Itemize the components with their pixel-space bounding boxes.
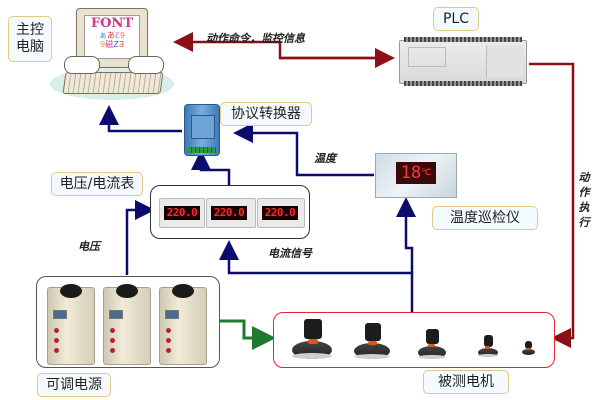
plc-top-terminals bbox=[404, 37, 522, 42]
motor-icon[interactable] bbox=[522, 341, 535, 355]
regulator-terminal bbox=[54, 328, 59, 333]
voltage-regulator-icon[interactable] bbox=[103, 284, 151, 365]
plc-device-icon[interactable] bbox=[399, 37, 527, 86]
wire-motors-temp bbox=[396, 197, 416, 273]
regulator-window bbox=[53, 310, 67, 319]
temperature-inspector-label: 温度巡检仪 bbox=[432, 206, 538, 230]
left-hand bbox=[64, 56, 100, 74]
motor-housing bbox=[426, 329, 439, 344]
temperature-display-icon[interactable]: 18℃ bbox=[375, 153, 457, 198]
motor-ring bbox=[478, 354, 498, 357]
plc-label: PLC bbox=[433, 7, 479, 31]
power-supply-group bbox=[36, 276, 220, 368]
motor-icon[interactable] bbox=[292, 319, 332, 359]
plc-io-panel bbox=[486, 45, 523, 77]
converter-label-plate bbox=[191, 115, 215, 139]
host-pc-label-line1: 主控 bbox=[16, 22, 44, 39]
converter-terminals bbox=[188, 147, 216, 153]
meters-group: 220.0 220.0 220.0 bbox=[150, 185, 310, 239]
screen-font-text: FONT bbox=[85, 16, 139, 31]
motors-label: 被测电机 bbox=[423, 370, 509, 394]
regulator-terminal bbox=[110, 348, 115, 353]
voltage-regulator-icon[interactable] bbox=[159, 284, 207, 365]
power-supply-label: 可调电源 bbox=[37, 373, 111, 397]
motor-housing bbox=[484, 335, 493, 347]
regulator-knob bbox=[60, 284, 82, 298]
motor-ring bbox=[354, 354, 390, 359]
voltage-regulator-icon[interactable] bbox=[47, 284, 95, 365]
motor-coil bbox=[308, 339, 318, 344]
regulator-knob bbox=[116, 284, 138, 298]
host-pc-label-line2: 电脑 bbox=[16, 39, 44, 55]
regulator-knob bbox=[172, 284, 194, 298]
motor-housing bbox=[525, 341, 532, 349]
regulator-terminal bbox=[166, 328, 171, 333]
temp-display-screen: 18℃ bbox=[396, 162, 436, 184]
panel-meter-icon[interactable]: 220.0 bbox=[257, 198, 305, 228]
host-pc-label: 主控 电脑 bbox=[8, 16, 52, 62]
plc-panel bbox=[408, 47, 446, 67]
regulator-terminal bbox=[110, 328, 115, 333]
regulator-terminal bbox=[54, 338, 59, 343]
wire-power-meters bbox=[125, 200, 155, 275]
keyboard bbox=[62, 72, 164, 94]
motor-icon[interactable] bbox=[418, 329, 446, 359]
motor-coil bbox=[368, 341, 377, 345]
wire-motors-meters bbox=[219, 240, 414, 312]
wire-plc-motors bbox=[529, 62, 575, 348]
meter-reading: 220.0 bbox=[164, 206, 200, 220]
motor-coil bbox=[526, 348, 530, 350]
temp-display-digits: 18 bbox=[400, 163, 422, 183]
motor-base bbox=[522, 349, 535, 355]
wire-meters-converter bbox=[191, 150, 231, 185]
motor-ring bbox=[292, 353, 332, 359]
regulator-terminal bbox=[110, 338, 115, 343]
annotation-temperature: 温度 bbox=[314, 152, 336, 165]
regulator-terminal bbox=[166, 338, 171, 343]
wire-converter-pc bbox=[99, 105, 182, 133]
motor-housing bbox=[304, 319, 322, 339]
wire-power-motors bbox=[218, 319, 276, 350]
meter-reading: 220.0 bbox=[211, 206, 247, 220]
annotation-cmd-monitor: 动作命令，监控信息 bbox=[206, 32, 305, 45]
motors-group bbox=[273, 312, 555, 368]
annotation-current-signal: 电流信号 bbox=[268, 247, 312, 260]
motor-ring bbox=[418, 355, 446, 359]
motor-coil bbox=[485, 346, 490, 349]
meters-label: 电压/电流表 bbox=[51, 172, 143, 196]
motor-icon[interactable] bbox=[354, 323, 390, 359]
regulator-window bbox=[109, 310, 123, 319]
meter-reading: 220.0 bbox=[262, 206, 298, 220]
motor-coil bbox=[428, 344, 435, 347]
wire-temp-converter bbox=[233, 123, 374, 177]
panel-meter-icon[interactable]: 220.0 bbox=[206, 198, 256, 228]
regulator-window bbox=[165, 310, 179, 319]
protocol-converter-icon[interactable] bbox=[184, 104, 220, 156]
temp-display-unit: ℃ bbox=[421, 168, 432, 178]
plc-bottom-terminals bbox=[404, 81, 522, 86]
annotation-action-exec: 动作执行 bbox=[578, 171, 590, 229]
right-hand bbox=[128, 56, 164, 74]
motor-housing bbox=[365, 323, 381, 341]
regulator-terminal bbox=[166, 348, 171, 353]
motor-base bbox=[478, 348, 498, 357]
motor-icon[interactable] bbox=[478, 335, 498, 357]
regulator-terminal bbox=[54, 348, 59, 353]
annotation-voltage: 电压 bbox=[78, 240, 100, 253]
panel-meter-icon[interactable]: 220.0 bbox=[159, 198, 205, 228]
protocol-converter-label: 协议转换器 bbox=[220, 102, 312, 126]
